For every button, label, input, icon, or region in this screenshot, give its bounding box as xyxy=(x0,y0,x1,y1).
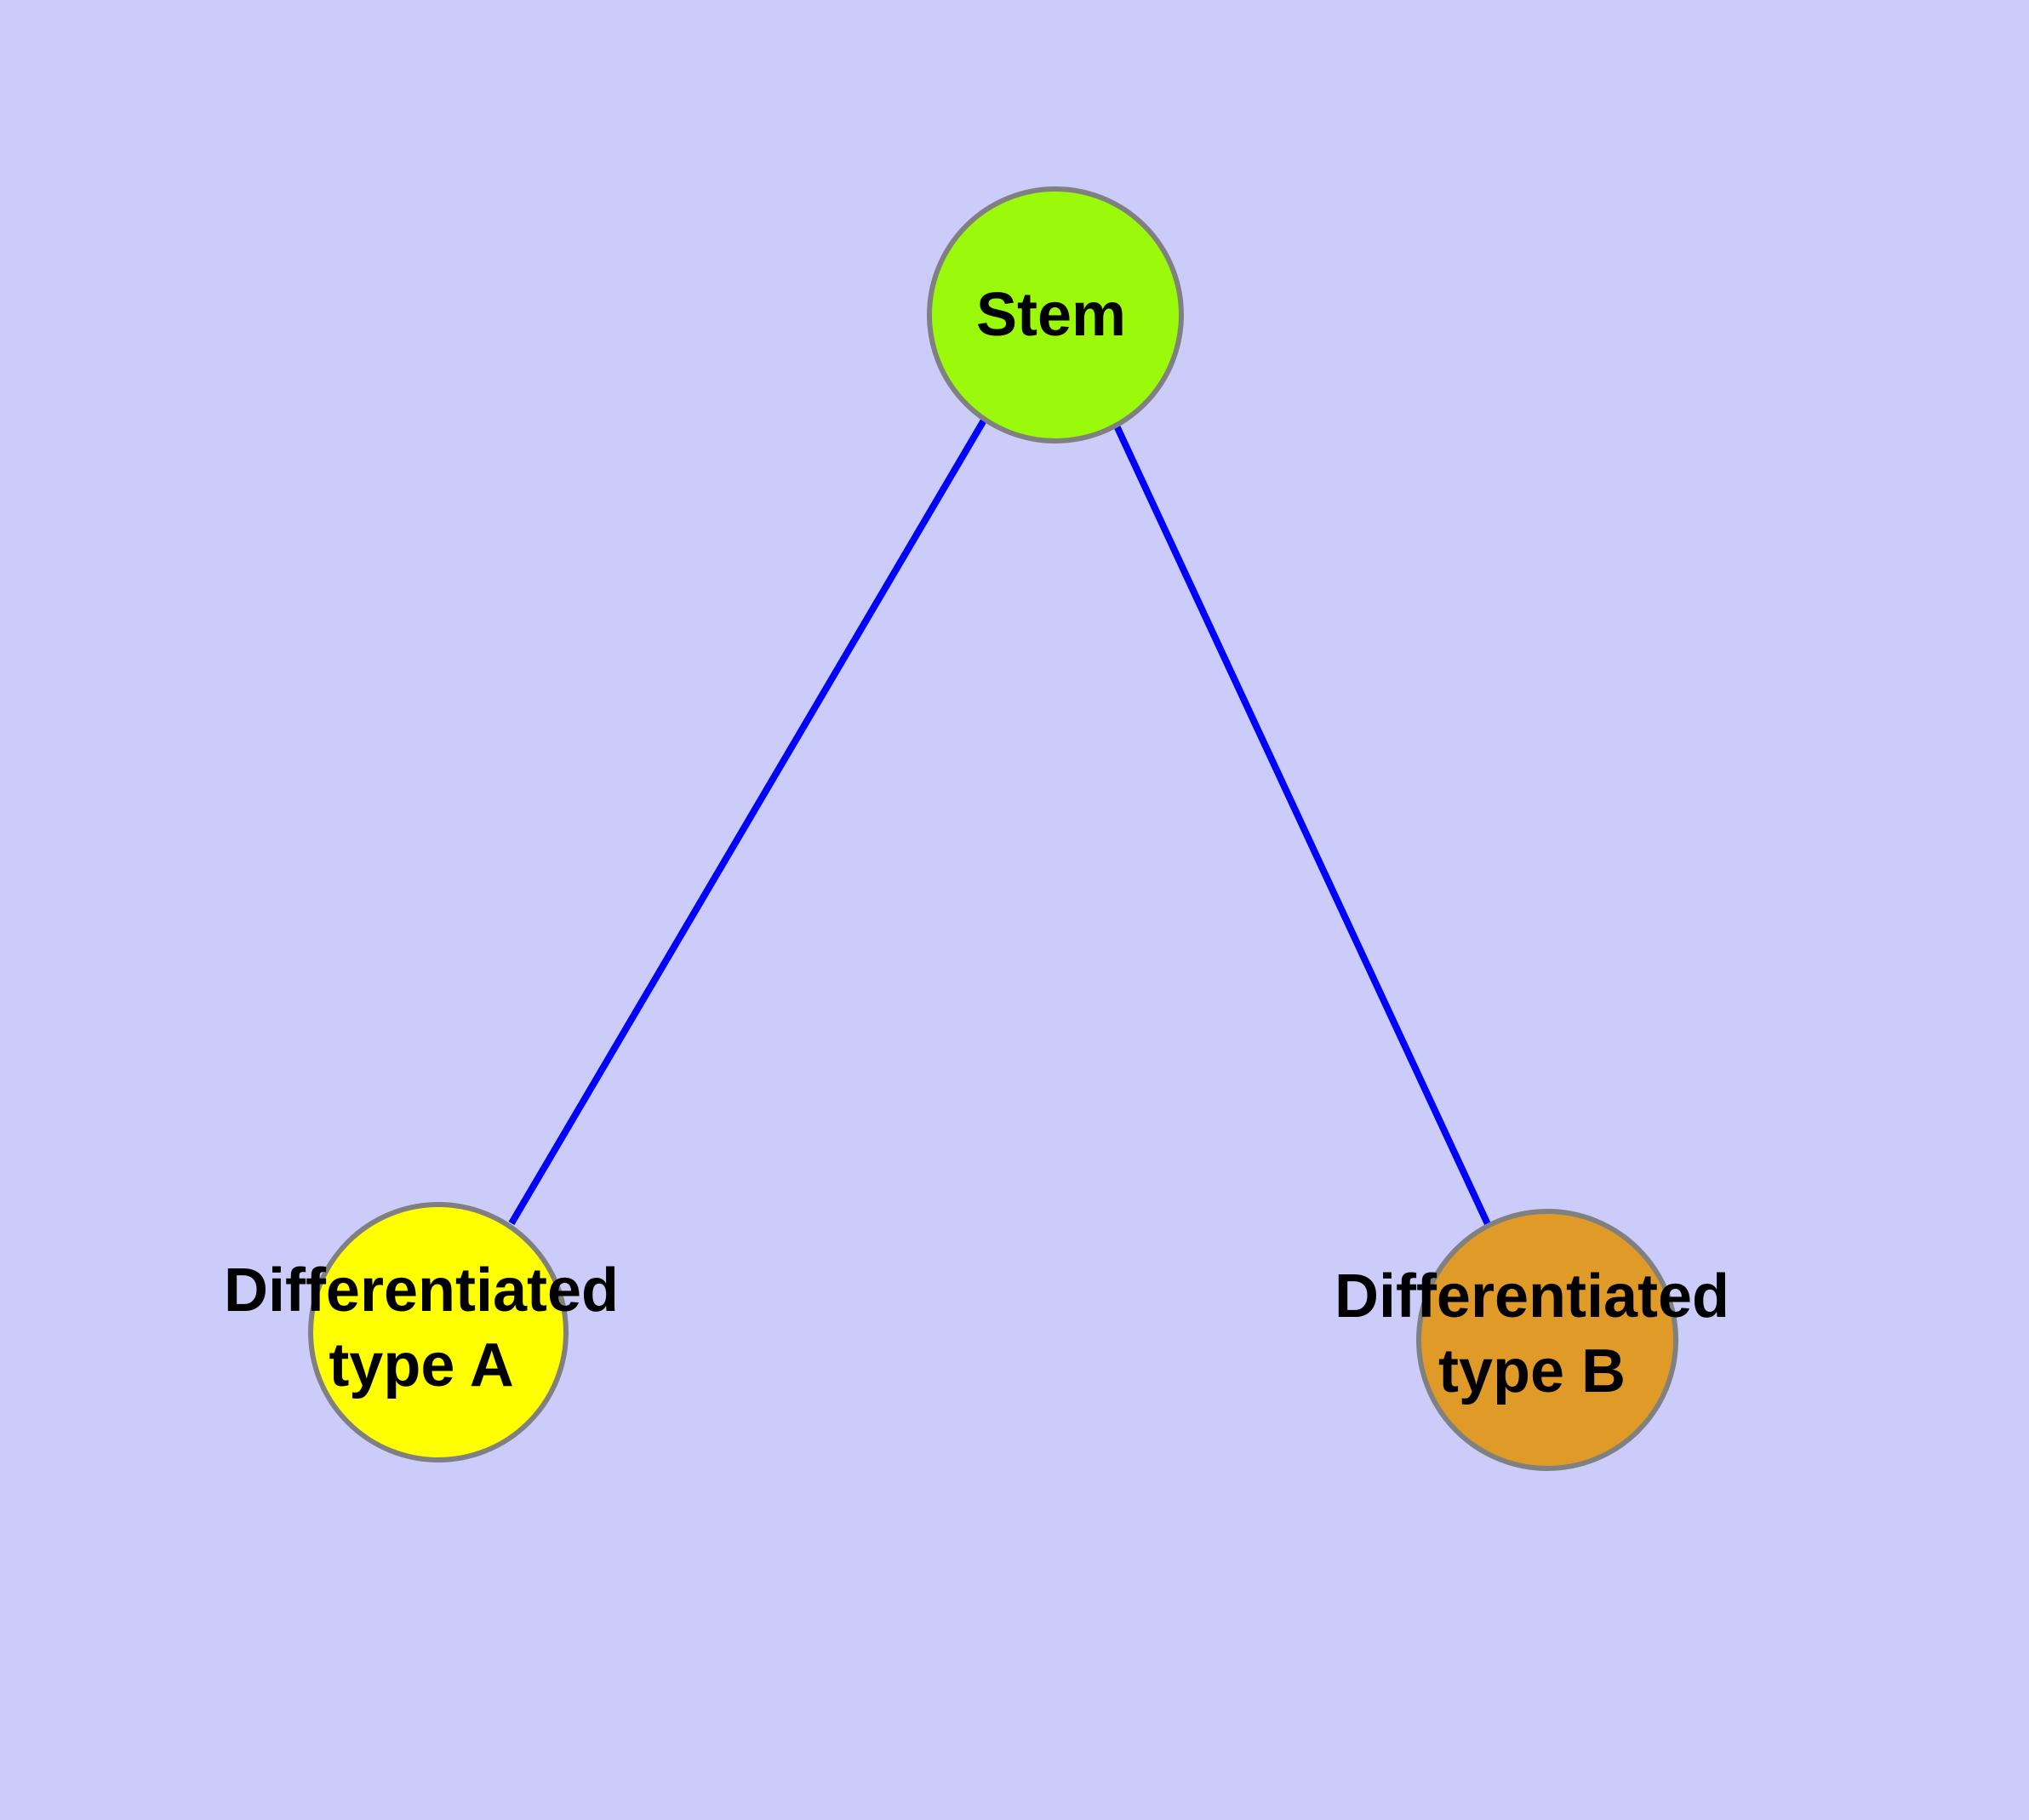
node-label-line: type B xyxy=(1438,1337,1626,1405)
node-label-line: type A xyxy=(329,1331,513,1399)
graph-node-diff-b[interactable] xyxy=(1416,1209,1678,1471)
node-label-stem: Stem xyxy=(976,281,1126,349)
edges-group xyxy=(508,416,1491,1226)
node-label-line: Differentiated xyxy=(224,1256,619,1325)
nodes-group xyxy=(308,186,1678,1471)
graph-node-diff-a[interactable] xyxy=(308,1202,569,1462)
graph-edge-stem-to-diff-b[interactable] xyxy=(1112,421,1491,1226)
graph-edge-stem-to-diff-a[interactable] xyxy=(508,416,988,1226)
node-label-line: Stem xyxy=(976,281,1126,349)
graph-node-stem[interactable] xyxy=(927,186,1184,444)
node-label-line: Differentiated xyxy=(1335,1262,1729,1331)
